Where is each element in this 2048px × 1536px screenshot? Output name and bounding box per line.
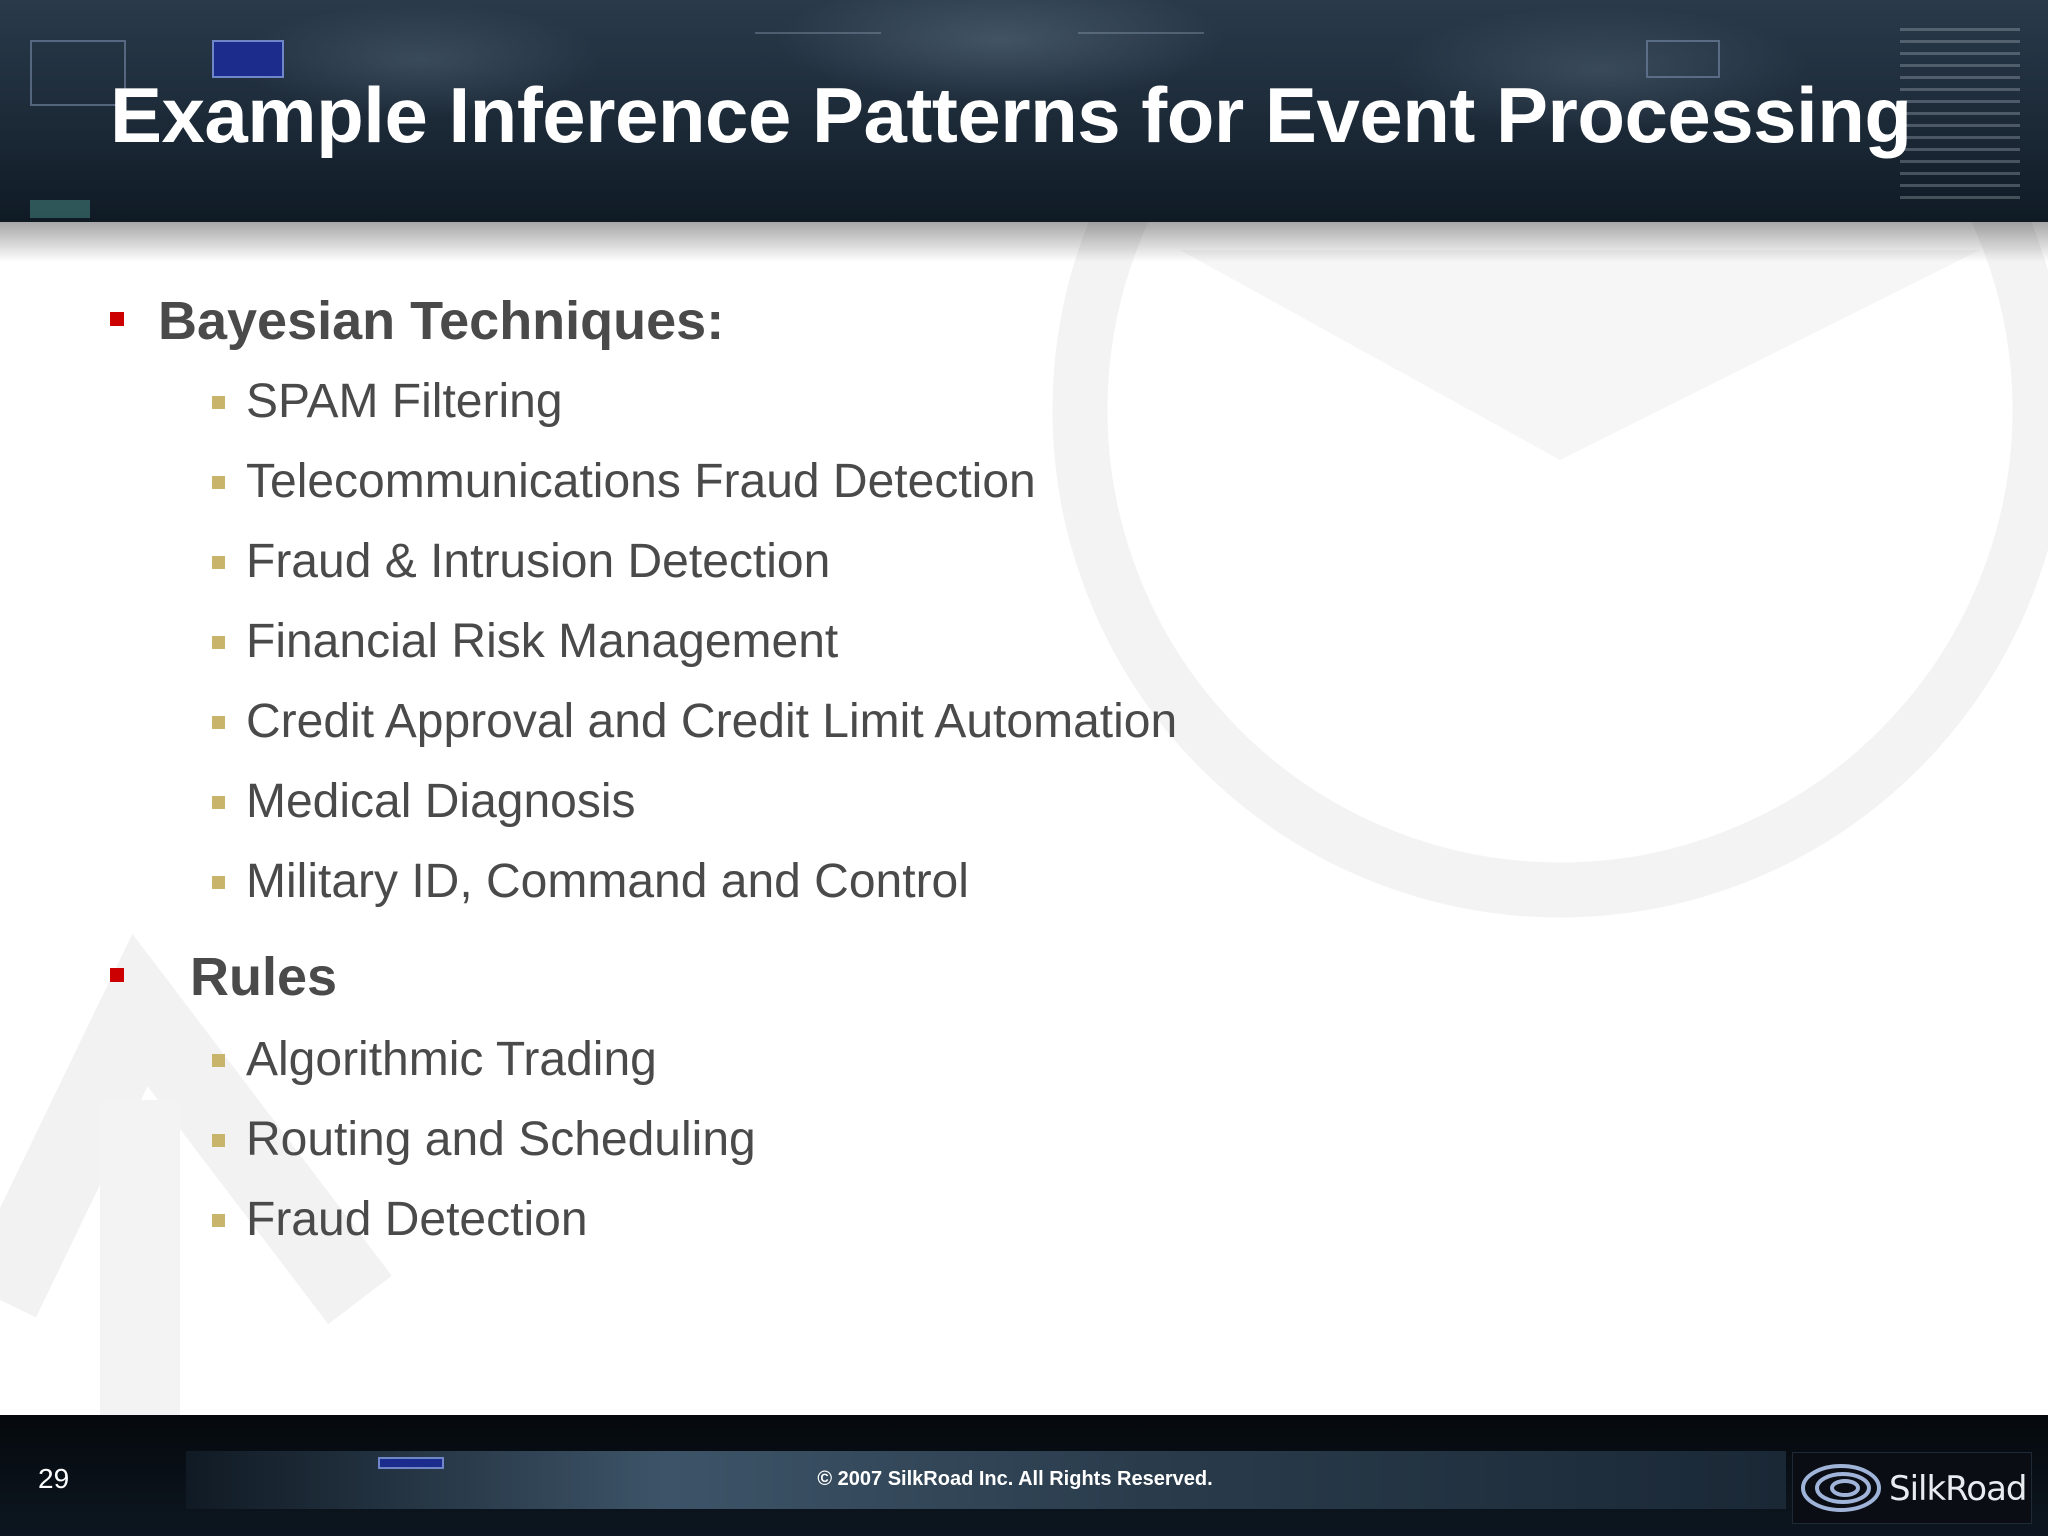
header-shadow	[0, 222, 2048, 262]
square-bullet	[212, 716, 225, 729]
list-item-text: Credit Approval and Credit Limit Automat…	[246, 695, 1178, 748]
square-bullet	[212, 876, 225, 889]
list-item-text: Financial Risk Management	[246, 615, 839, 668]
waveform-decoration	[1646, 40, 1720, 78]
logo-text: SilkRoad	[1889, 1469, 2027, 1509]
list-item-text: Routing and Scheduling	[246, 1113, 756, 1166]
header-blue-block	[212, 40, 284, 78]
list-item-text: Fraud Detection	[246, 1193, 588, 1246]
header-banner: Example Inference Patterns for Event Pro…	[0, 0, 2048, 222]
spiral-icon	[1801, 1464, 1881, 1512]
slide-content: Bayesian Techniques: SPAM Filtering Tele…	[110, 291, 1178, 1246]
square-bullet	[212, 556, 225, 569]
header-text-matrix	[1900, 28, 2020, 208]
section-heading: Bayesian Techniques:	[158, 291, 725, 351]
list-item-text: Military ID, Command and Control	[246, 855, 969, 908]
square-bullet	[212, 1054, 225, 1067]
square-bullet	[212, 1134, 225, 1147]
header-line	[1078, 32, 1204, 34]
footer-blue-block	[378, 1457, 444, 1469]
square-bullet	[212, 796, 225, 809]
square-bullet	[212, 636, 225, 649]
section-heading: Rules	[190, 947, 338, 1007]
slide-title: Example Inference Patterns for Event Pro…	[110, 71, 1912, 159]
silkroad-logo: SilkRoad	[1792, 1452, 2032, 1524]
list-item-text: Telecommunications Fraud Detection	[246, 455, 1036, 508]
red-square-bullet	[110, 968, 124, 982]
square-bullet	[212, 476, 225, 489]
header-line	[755, 32, 881, 34]
copyright-text: © 2007 SilkRoad Inc. All Rights Reserved…	[817, 1468, 1213, 1490]
square-bullet	[212, 396, 225, 409]
footer-banner: 29 © 2007 SilkRoad Inc. All Rights Reser…	[0, 1415, 2048, 1536]
footer-band	[186, 1451, 1786, 1509]
red-square-bullet	[110, 312, 124, 326]
square-bullet	[212, 1214, 225, 1227]
header-teal-block	[30, 200, 90, 218]
list-item-text: Medical Diagnosis	[246, 775, 636, 828]
list-item-text: SPAM Filtering	[246, 375, 563, 428]
list-item-text: Algorithmic Trading	[246, 1033, 657, 1086]
list-item-text: Fraud & Intrusion Detection	[246, 535, 831, 588]
spiral-logo-decoration	[30, 40, 126, 106]
page-number: 29	[38, 1463, 70, 1494]
